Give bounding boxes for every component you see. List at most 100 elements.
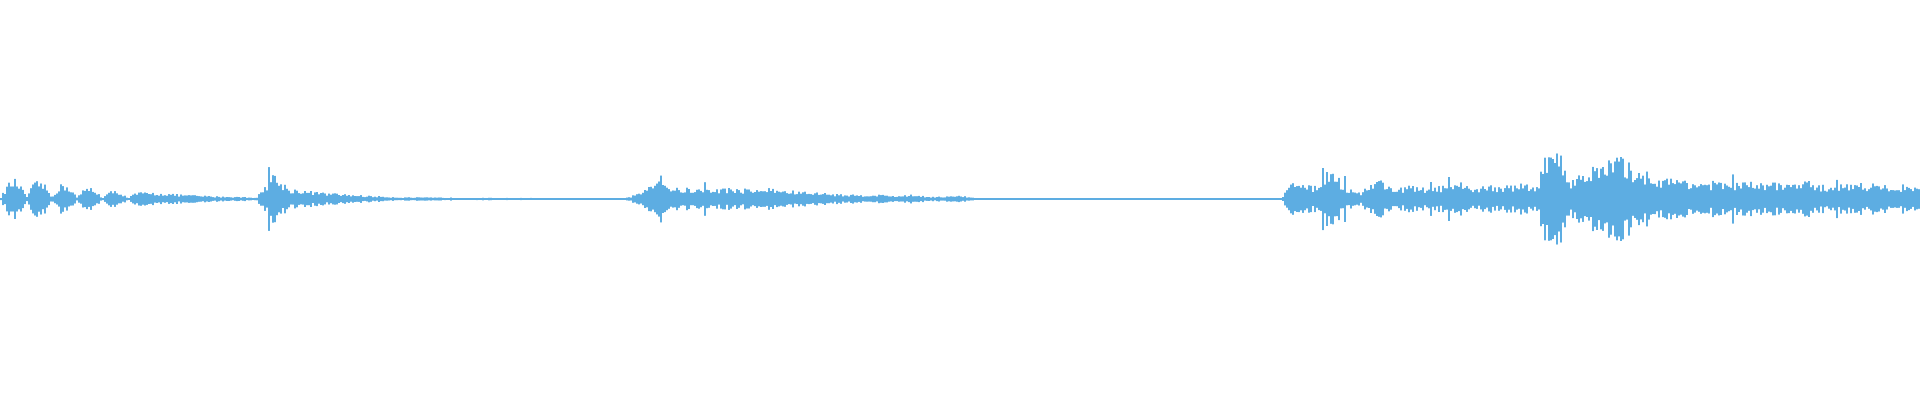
waveform-bar [888,196,890,202]
waveform-bar [202,196,204,202]
waveform-bar [996,198,998,200]
waveform-bar [902,196,904,202]
waveform-bar [1534,191,1536,207]
waveform-bar [1364,188,1366,210]
waveform-bar [1696,187,1698,211]
waveform-bar [312,195,314,203]
waveform-bar [1396,191,1398,207]
waveform-bar [1478,192,1480,206]
waveform-bar [412,197,414,201]
waveform-bar [1020,198,1022,200]
waveform-bar [1170,198,1172,200]
waveform-bar [524,198,526,200]
waveform-bar [1034,198,1036,200]
waveform-bar [758,191,760,207]
waveform-bar [1120,198,1122,200]
waveform-bar [1240,198,1242,200]
waveform-bar [1088,198,1090,200]
waveform-bar [540,198,542,200]
waveform-bar [1722,189,1724,209]
waveform-bar [526,198,528,200]
waveform-bar [190,195,192,203]
waveform-bar [1242,198,1244,200]
waveform-bar [228,197,230,201]
waveform-bar [1426,190,1428,208]
waveform-bar [1176,198,1178,200]
waveform-bar [1032,198,1034,200]
waveform-bar [600,198,602,200]
waveform-bar [636,194,638,204]
waveform-bar [1796,188,1798,210]
waveform-bar [968,197,970,201]
waveform-bar [804,191,806,207]
waveform-bar [500,198,502,200]
waveform-bar [82,190,84,208]
waveform-bar [332,193,334,205]
waveform-bar [1414,191,1416,207]
waveform-bar [1370,185,1372,213]
waveform-bar [1166,198,1168,200]
waveform-bar [124,195,126,203]
waveform-bar [664,185,666,213]
waveform-bar [1870,187,1872,211]
waveform-bar [1308,185,1310,213]
waveform-bar [96,194,98,204]
waveform-bar [1810,187,1812,211]
waveform-bar [760,191,762,207]
waveform-bar [1604,174,1606,224]
waveform-bar [534,198,536,200]
waveform-bar [1782,189,1784,209]
waveform-bar [52,196,54,202]
waveform-bar [678,190,680,208]
waveform-bar [558,198,560,200]
waveform-bar [1482,186,1484,212]
waveform-bar [1006,198,1008,200]
waveform-bar [1904,190,1906,208]
waveform-bar [1156,198,1158,200]
waveform-bar [462,198,464,200]
waveform-bar [1320,187,1322,211]
waveform-bar [1632,182,1634,216]
waveform-bar [1498,187,1500,211]
waveform-bar [484,198,486,200]
waveform-bar [1412,186,1414,212]
waveform-bar [396,197,398,201]
waveform-bar [488,197,490,201]
waveform-bar [512,198,514,200]
waveform-bar [1850,184,1852,214]
waveform-bar [1080,198,1082,200]
waveform-bar [50,196,52,202]
waveform-bar [710,192,712,206]
waveform-bar [1600,168,1602,230]
waveform-bar [218,196,220,202]
waveform-bar [562,198,564,200]
waveform-bar [24,194,26,205]
waveform-bar [266,190,268,208]
waveform-bar [1874,186,1876,212]
waveform-bar [802,192,804,206]
waveform-bar [784,191,786,207]
waveform-bar [1828,189,1830,209]
waveform-bar [1016,198,1018,200]
waveform-bar [220,197,222,201]
waveform-bar [1106,198,1108,200]
waveform-bar [1334,181,1336,217]
waveform-bar [1168,198,1170,200]
waveform-bar [1504,188,1506,210]
waveform-bar [634,195,636,203]
waveform-bar [1582,176,1584,222]
waveform-bar [278,185,280,213]
waveform-bar [1588,177,1590,221]
waveform-bar [1232,198,1234,200]
waveform-bar [1402,192,1404,206]
waveform-bar [522,198,524,200]
waveform-bar [84,190,86,208]
waveform-bar [764,191,766,207]
waveform-bar [1748,187,1750,211]
waveform-bar [134,193,136,205]
waveform-bar [1208,198,1210,200]
waveform-bar [742,193,744,205]
waveform-bar [1536,187,1538,211]
waveform-bar [1574,185,1576,213]
